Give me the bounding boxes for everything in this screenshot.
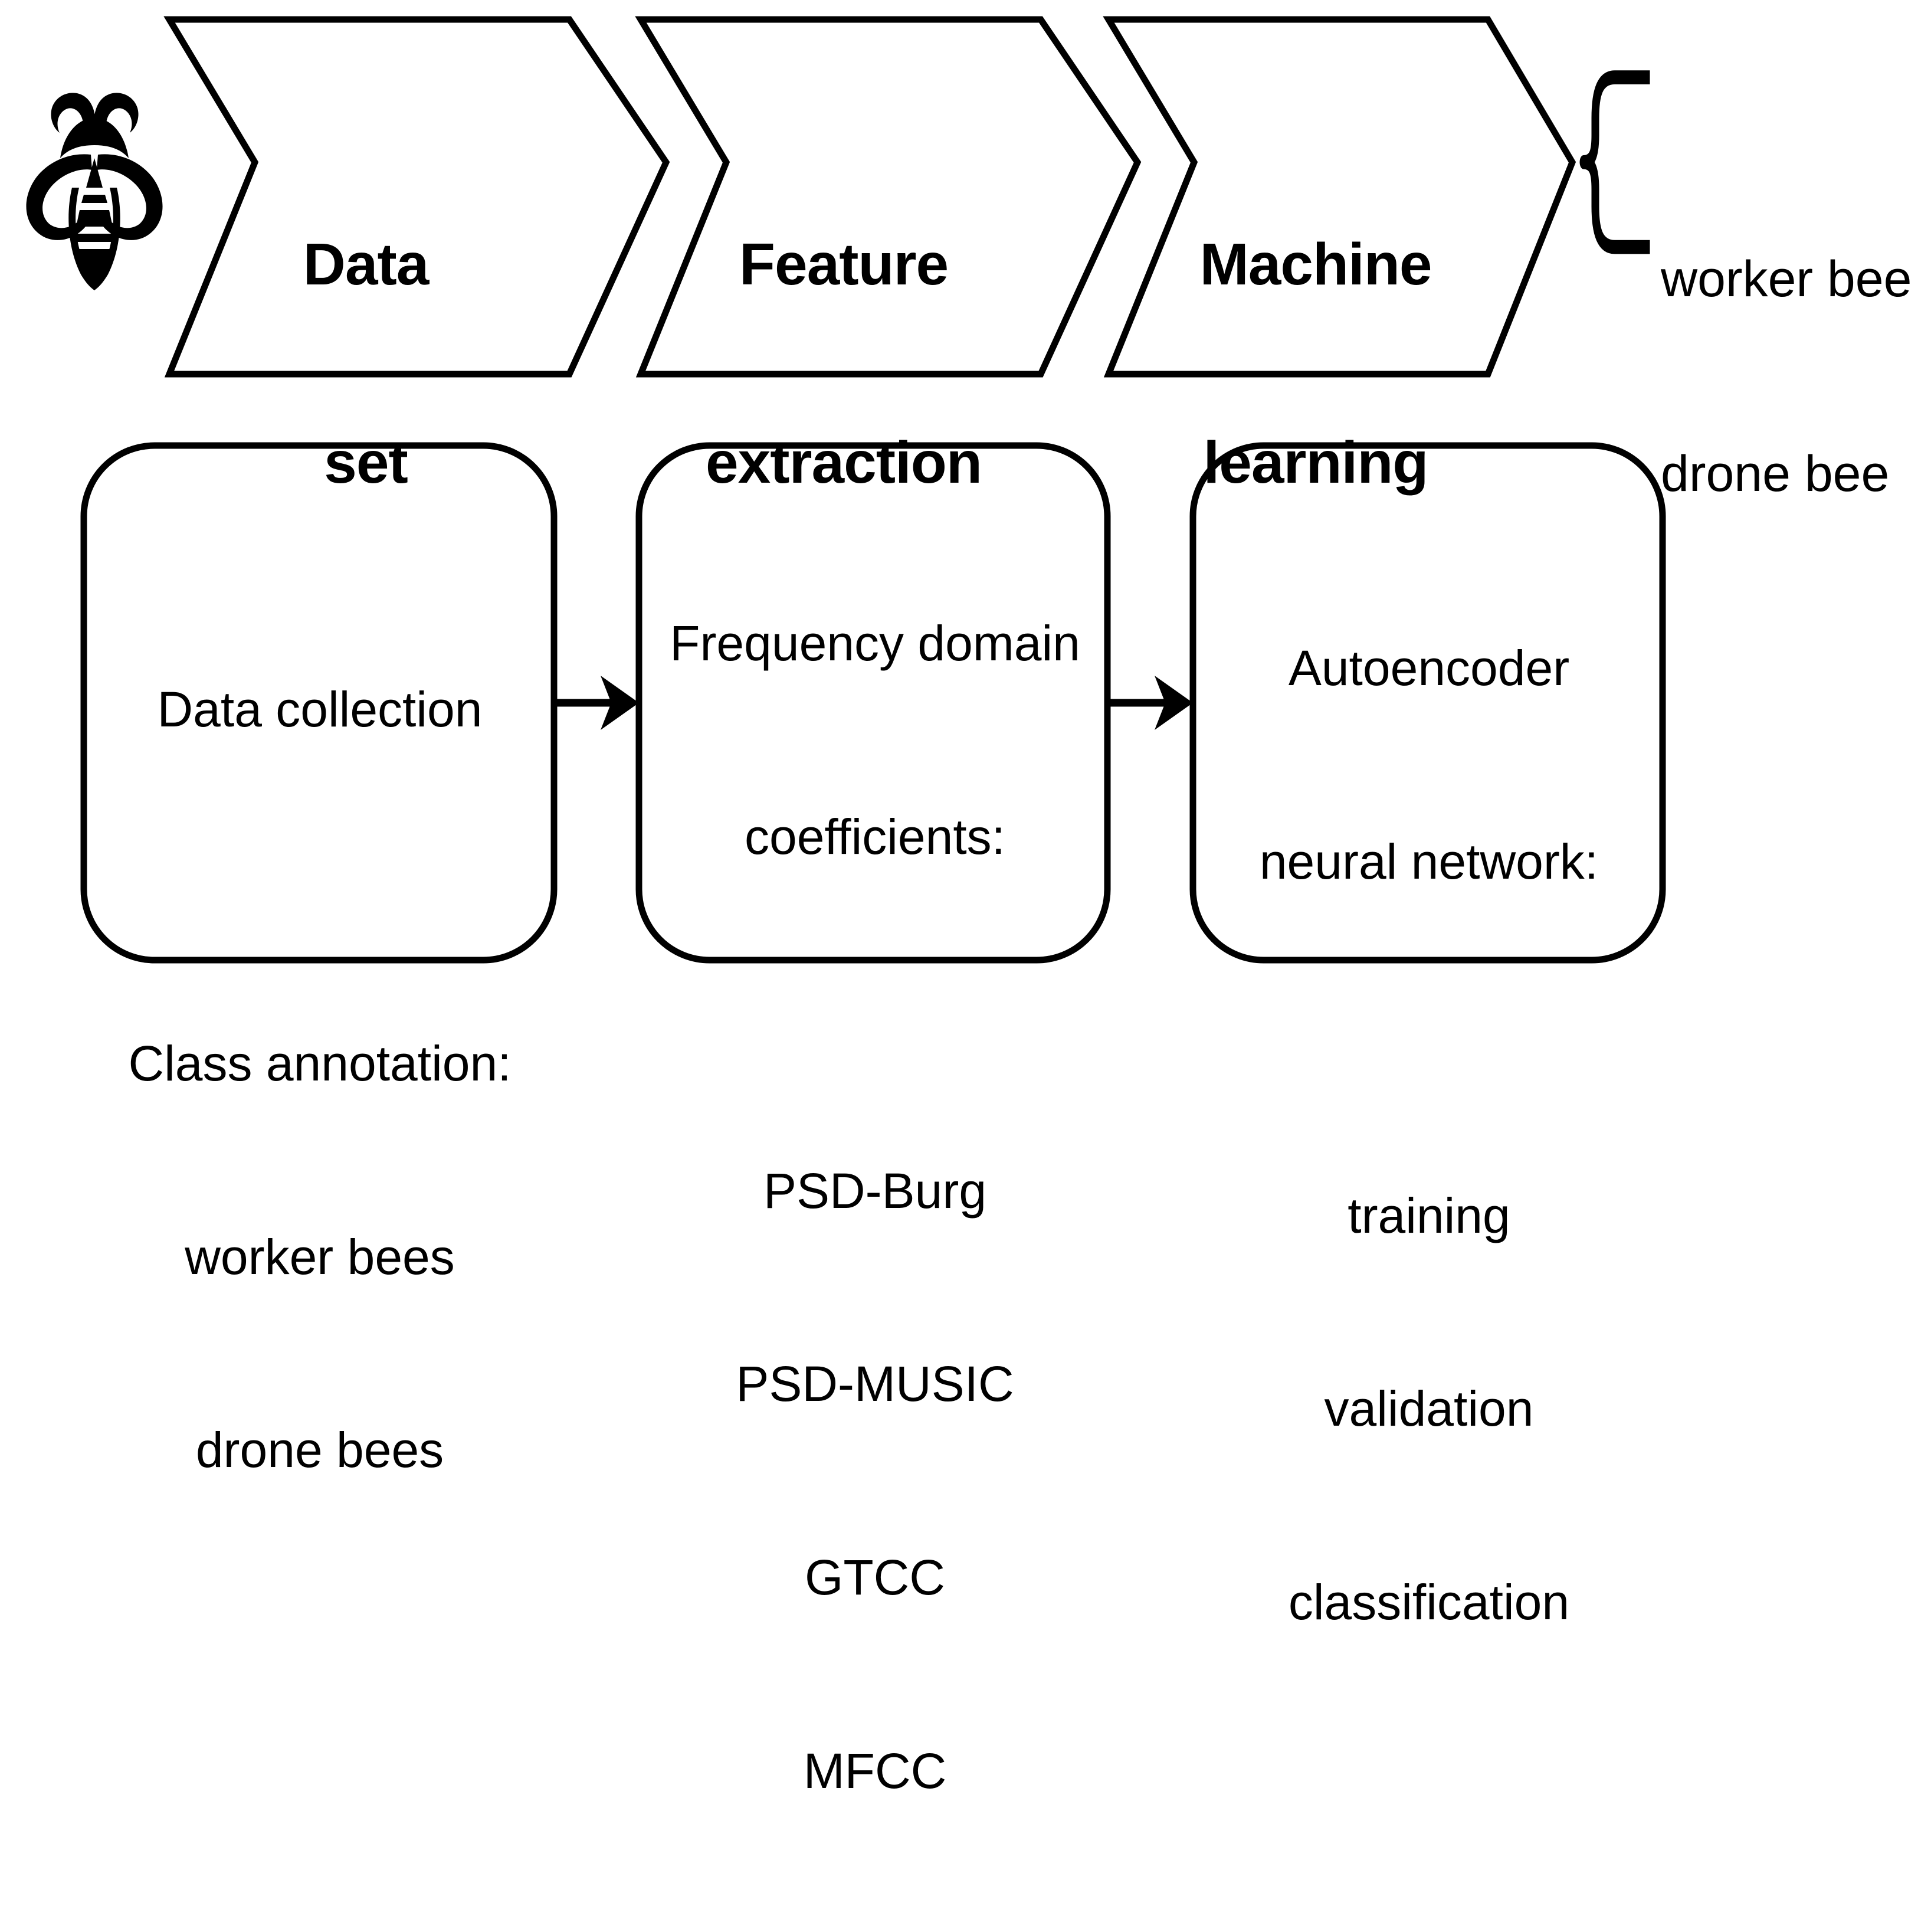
- chevron-label-line2: extraction: [706, 430, 982, 496]
- chevron-label-machine-learning: Machine learning: [1133, 99, 1499, 628]
- box2-line-4: PSD-Burg: [763, 1163, 987, 1219]
- box3-spacer: [1193, 1023, 1665, 1055]
- chevron-label-line1: Data: [303, 231, 430, 297]
- box2-line-5: PSD-MUSIC: [736, 1356, 1014, 1412]
- chevron-label-data-set: Data set: [183, 99, 549, 628]
- chevron-stage-feature-extraction[interactable]: [635, 16, 1142, 378]
- box3-line-2: neural network:: [1259, 833, 1599, 889]
- output-class-drone-bee: drone bee: [1661, 446, 1890, 503]
- arrow-box2-to-box3: [1107, 676, 1193, 730]
- box1-line-3: Class annotation:: [128, 1036, 512, 1092]
- detail-box-text-data-collection: Data collection Class annotation: worker…: [84, 549, 556, 1612]
- box2-line-1: Frequency domain: [670, 615, 1080, 672]
- box2-spacer: [639, 998, 1111, 1030]
- chevron-label-line2: learning: [1203, 430, 1429, 496]
- box3-line-5: validation: [1324, 1381, 1534, 1437]
- chevron-label-line1: Machine: [1199, 231, 1432, 297]
- box3-line-6: classification: [1288, 1574, 1570, 1630]
- box3-line-4: training: [1348, 1187, 1510, 1243]
- diagram-vector-layer: [26, 16, 1666, 964]
- detail-box-text-frequency-domain-coefficients: Frequency domain coefficients: PSD-Burg …: [639, 483, 1111, 1932]
- detail-box-text-autoencoder-neural-network: Autoencoder neural network: training val…: [1193, 507, 1665, 1764]
- curly-brace-right: [1579, 70, 1650, 254]
- box2-line-7: MFCC: [803, 1743, 947, 1799]
- box2-line-6: GTCC: [805, 1550, 945, 1605]
- box2-line-2: coefficients:: [744, 808, 1006, 865]
- output-class-labels: worker bee drone bee: [1661, 117, 1931, 637]
- box1-line-1: Data collection: [157, 682, 483, 738]
- arrow-box1-to-box2: [554, 676, 639, 730]
- output-class-worker-bee: worker bee: [1661, 251, 1912, 308]
- chevron-label-feature-extraction: Feature extraction: [661, 99, 1027, 628]
- box1-line-5: drone bees: [195, 1422, 444, 1478]
- diagram-canvas: Data set Feature extraction Machine lear…: [26, 16, 1931, 1799]
- box1-spacer: [84, 871, 556, 903]
- chevron-stage-machine-learning[interactable]: [1103, 16, 1576, 378]
- chevron-stage-data-set[interactable]: [163, 16, 670, 378]
- box1-line-4: worker bees: [185, 1229, 455, 1285]
- bee-icon: [26, 93, 163, 290]
- chevron-label-line1: Feature: [739, 231, 949, 297]
- box3-line-1: Autoencoder: [1288, 640, 1570, 696]
- chevron-label-line2: set: [324, 430, 408, 496]
